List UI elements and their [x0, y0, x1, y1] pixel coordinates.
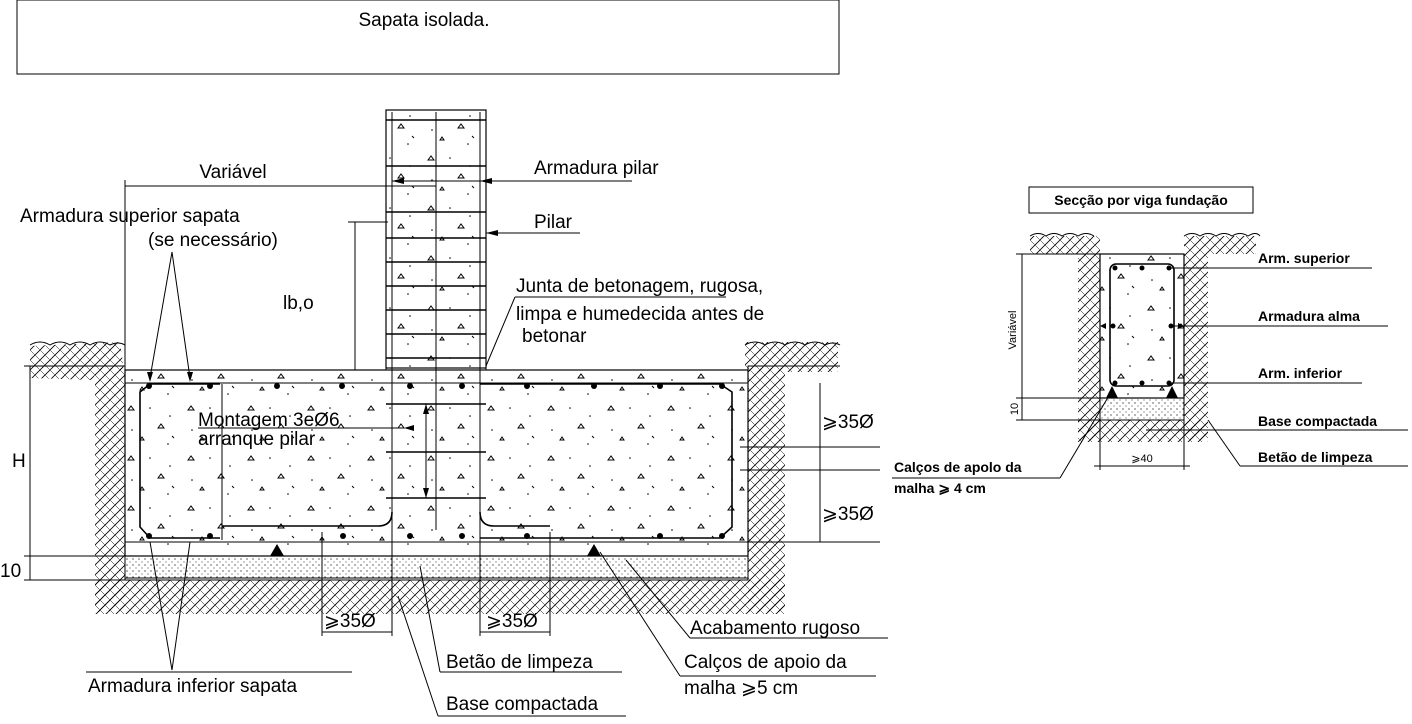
section-label-calcos-1: Calços de apolo da [894, 459, 1022, 475]
spacer-right [587, 544, 601, 556]
label-junta-3: betonar [522, 326, 587, 347]
soil-hatch-left-wall [95, 368, 125, 612]
column [222, 109, 550, 530]
section-label-betao-limpeza: Betão de limpeza [1258, 449, 1373, 465]
label-calcos-2: malha ⩾5 cm [684, 678, 798, 699]
section-soil-right [1184, 236, 1256, 440]
spacer-left [270, 544, 284, 556]
section-label-dim-40: ⩾40 [1131, 453, 1152, 465]
section-label-dim-10: 10 [1009, 403, 1021, 415]
lean-concrete-layer [124, 555, 749, 581]
section-lean-concrete [1099, 397, 1185, 421]
column-stirrups [386, 119, 486, 499]
rebar-dots [146, 383, 725, 539]
label-variavel: Variável [199, 162, 266, 183]
label-se-necessario: (se necessário) [148, 230, 278, 251]
section-label-armadura-alma: Armadura alma [1258, 308, 1360, 324]
section-label-arm-superior: Arm. superior [1258, 250, 1350, 266]
section-soil-bottom [1078, 420, 1208, 442]
beam-section-detail: Secção por viga fundação Variável 10 ⩾4 [892, 186, 1408, 496]
soil-hatch-right-wall [748, 368, 785, 612]
section-label-variavel: Variável [1007, 311, 1019, 350]
label-acabamento: Acabamento rugoso [690, 618, 860, 639]
label-lbo: lb,o [283, 293, 314, 314]
soil-hatch-right-top [745, 342, 838, 372]
rebar-cage [139, 383, 733, 539]
label-armadura-pilar: Armadura pilar [534, 158, 659, 179]
section-label-arm-inferior: Arm. inferior [1258, 365, 1343, 381]
label-h: H [12, 451, 26, 472]
label-dim-35-lower: ⩾35Ø [822, 504, 874, 525]
label-armadura-inferior: Armadura inferior sapata [88, 676, 298, 697]
label-junta-1: Junta de betonagem, rugosa, [516, 276, 763, 297]
label-pilar: Pilar [534, 212, 573, 233]
title-block: Sapata isolada. [16, 0, 840, 75]
label-calcos-1: Calços de apoio da [684, 652, 847, 673]
label-dim-35-bottom-left: ⩾35Ø [324, 611, 376, 632]
label-montagem-2: arranque pilar [198, 429, 316, 450]
section-soil-left [1030, 236, 1100, 440]
section-stirrup [1109, 263, 1175, 387]
label-base-compactada: Base compactada [446, 694, 599, 715]
label-dim-35-bottom-right: ⩾35Ø [486, 611, 538, 632]
section-label-calcos-2: malha ⩾ 4 cm [894, 480, 986, 496]
label-montagem-1: Montagem 3eØ6 [198, 410, 340, 431]
section-label-base-compactada: Base compactada [1258, 413, 1377, 429]
label-dim-10: 10 [0, 561, 21, 582]
drawing-title: Sapata isolada. [359, 10, 490, 31]
section-title: Secção por viga fundação [1054, 192, 1228, 208]
label-dim-35-upper: ⩾35Ø [822, 412, 874, 433]
footing-detail: Variável Armadura superior sapata (se ne… [0, 109, 888, 717]
soil-hatch-left-top [30, 342, 124, 380]
soil-hatch-bottom [95, 580, 785, 614]
label-armadura-superior: Armadura superior sapata [20, 206, 240, 227]
label-junta-2: limpa e humedecida antes de [516, 304, 764, 325]
label-betao-limpeza: Betão de limpeza [446, 652, 593, 673]
